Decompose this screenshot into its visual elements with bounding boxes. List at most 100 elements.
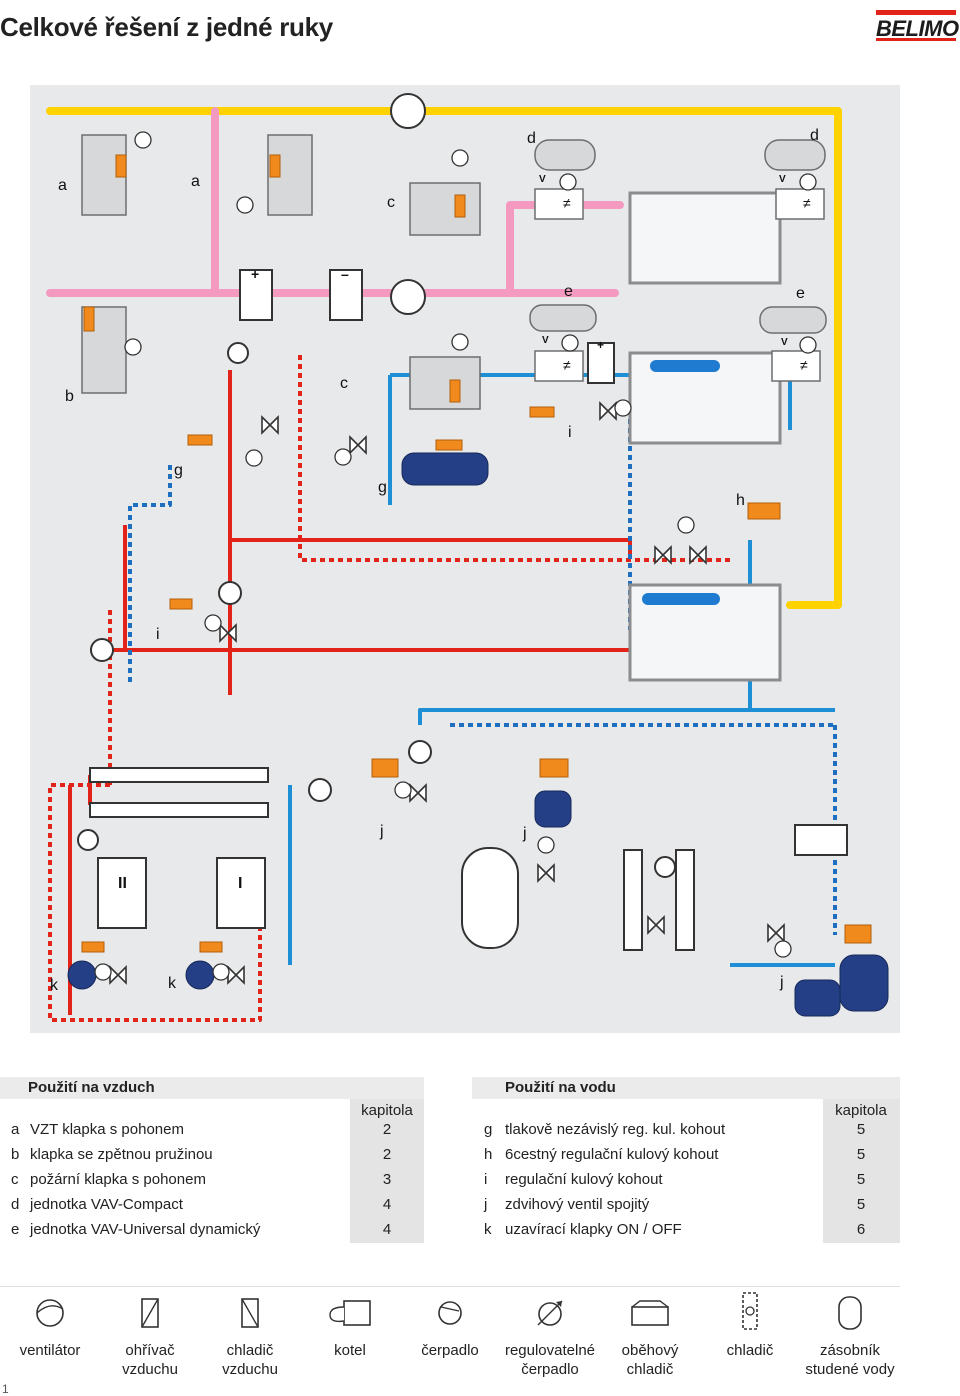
actuator-i1 [169, 598, 193, 610]
motor-i1 [204, 614, 222, 632]
vav-d1 [534, 139, 596, 171]
actuator-a2 [269, 154, 281, 178]
cooler-b [675, 849, 695, 951]
legend-label-boiler: kotel [334, 1342, 366, 1359]
body-k1 [67, 960, 97, 990]
valve-i1 [219, 623, 237, 643]
motor-j3 [774, 940, 792, 958]
body-k2 [185, 960, 215, 990]
fan-supply-top [390, 93, 426, 129]
motor-g2 [334, 448, 352, 466]
header-upper [89, 767, 269, 783]
plant-equipment [89, 269, 848, 951]
water_table-row-key: h [484, 1146, 493, 1163]
air-heater [239, 269, 273, 321]
actuator-c1 [454, 194, 466, 218]
valve-cooler [647, 915, 665, 935]
water_table-row-chapter: 6 [856, 1221, 866, 1238]
vav-box-d2 [775, 188, 825, 220]
air_table-row-key: e [11, 1221, 20, 1238]
water_table-row-key: i [484, 1171, 488, 1188]
pump-icon [438, 1301, 462, 1325]
water_table-row-text: tlakově nezávislý reg. kul. kohout [505, 1121, 726, 1138]
legend-label-pump: čerpadlo [421, 1342, 479, 1359]
label-g2: g [378, 479, 387, 496]
actuator-i2 [529, 406, 555, 418]
water_table-row-chapter: 5 [856, 1121, 866, 1138]
actuators [81, 154, 872, 953]
water_table-row-chapter: 5 [856, 1171, 866, 1188]
coil-middle [587, 342, 615, 384]
body-j2 [534, 790, 572, 828]
actuator-k2 [199, 941, 223, 953]
fan-supply-mid [390, 279, 426, 315]
label-d1: d [527, 130, 536, 147]
water_table-row-key: g [484, 1121, 493, 1138]
water_table-row-text: regulační kulový kohout [505, 1171, 663, 1188]
air-table-heading: Použití na vzduch [28, 1079, 155, 1096]
exhaust-air-duct [46, 107, 842, 609]
air_table-row-chapter: 2 [382, 1121, 392, 1138]
water_table-row-key: j [484, 1196, 488, 1213]
motor-a2 [236, 196, 254, 214]
boiler-icon [329, 1300, 371, 1326]
air-table-chapter-band [350, 1099, 424, 1243]
label-coil-plus: + [597, 338, 605, 352]
vav-box-e1 [534, 350, 584, 382]
label-i2: i [568, 424, 572, 441]
label-v-e2: V [781, 337, 788, 348]
motor-k1 [94, 963, 112, 981]
valve-3way-g1 [261, 415, 279, 435]
label-v-d2: V [779, 174, 786, 185]
label-k1: k [50, 977, 58, 994]
valve-3way-g2 [349, 435, 367, 455]
water-tank-icon [838, 1296, 862, 1330]
label-j1: j [380, 823, 384, 840]
legend-item-boiler: kotel [300, 1287, 400, 1381]
motor-b [124, 338, 142, 356]
actuator-j3 [844, 924, 872, 944]
vav-d2 [764, 139, 826, 171]
motor-c2 [451, 333, 469, 351]
label-boiler-II: II [118, 875, 127, 892]
actuator-g1 [187, 434, 213, 446]
water_table-row-chapter: 5 [856, 1146, 866, 1163]
water_table-row-key: k [484, 1221, 492, 1238]
air_table-row-chapter: 3 [382, 1171, 392, 1188]
cold-return-dotted [128, 410, 837, 935]
pump-chilled [408, 740, 432, 764]
air_table-row-key: c [11, 1171, 19, 1188]
air_table-row-chapter: 4 [382, 1196, 392, 1213]
buffer-tank [461, 847, 519, 949]
logo-bar-bottom [876, 38, 956, 41]
valve-k1 [109, 965, 127, 985]
rooms [628, 191, 782, 682]
air-cooler [329, 269, 363, 321]
air-heater-icon [141, 1298, 159, 1328]
label-i1: i [156, 626, 160, 643]
vav-box-d1 [534, 188, 584, 220]
valve-bodies [67, 452, 889, 1017]
actuator-h [747, 502, 781, 520]
label-e1: e [564, 283, 573, 300]
cooling-main [288, 785, 835, 967]
valve-k2 [227, 965, 245, 985]
pump-boiler [77, 829, 99, 851]
actuator-j2 [539, 758, 569, 778]
label-h: h [736, 492, 745, 509]
fire-damper-c1 [409, 182, 481, 236]
chilled-beam [650, 360, 720, 372]
air_table-row-text: jednotka VAV-Compact [30, 1196, 183, 1213]
motor-e1 [561, 334, 579, 352]
label-c2: c [340, 375, 348, 392]
label-neq-d2: ≠ [803, 195, 811, 211]
motor-g1 [245, 449, 263, 467]
motor-d2 [799, 173, 817, 191]
water_table-row-text: zdvihový ventil spojitý [505, 1196, 650, 1213]
water-table-chapter-band [823, 1099, 900, 1243]
water-table-heading: Použití na vodu [505, 1079, 616, 1096]
damper-a2 [267, 134, 313, 216]
